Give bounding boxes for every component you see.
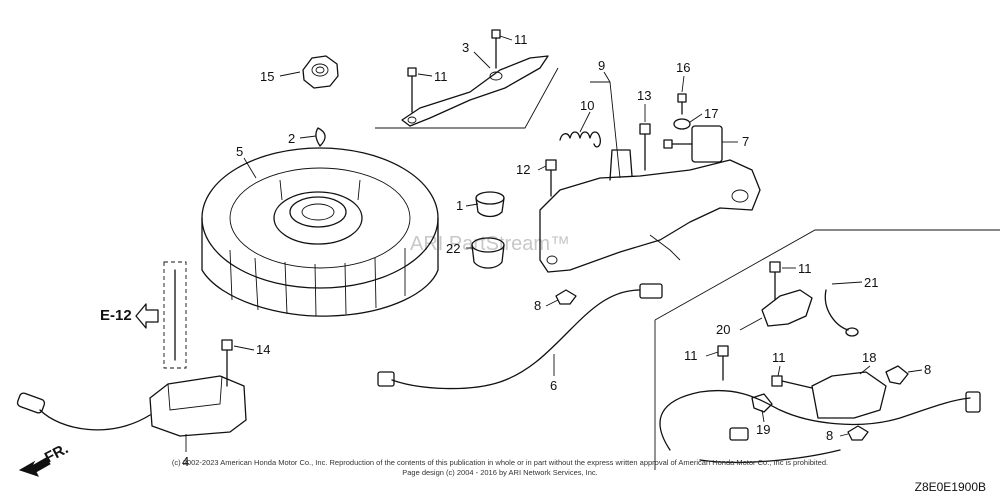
leader-line xyxy=(243,157,257,179)
callout-label: 11 xyxy=(684,348,698,363)
callout-label: 3 xyxy=(462,40,469,55)
leader-line xyxy=(473,51,491,69)
callout-label: 20 xyxy=(716,322,730,337)
solenoid-part xyxy=(663,125,723,163)
bolt-part xyxy=(221,339,233,387)
leader-line xyxy=(299,135,317,139)
leader-line xyxy=(279,71,301,77)
front-direction-arrow-icon xyxy=(18,457,51,477)
callout-label: 15 xyxy=(260,69,274,84)
callout-label: 1 xyxy=(456,198,463,213)
callout-label: 13 xyxy=(637,88,651,103)
nut-part xyxy=(302,55,339,89)
leader-line xyxy=(689,113,703,123)
clip-part xyxy=(847,425,869,441)
callout-label: 4 xyxy=(182,454,189,469)
leader-line xyxy=(831,281,863,285)
leader-line xyxy=(907,369,923,373)
callout-label: 17 xyxy=(704,106,718,121)
callout-label: 10 xyxy=(580,98,594,113)
bolt-part xyxy=(407,67,417,113)
spring-part xyxy=(559,131,602,148)
leader-line xyxy=(499,35,513,41)
bolt-part xyxy=(639,123,651,171)
leader-line xyxy=(465,203,479,207)
control-base-part xyxy=(539,149,761,273)
bolt-part xyxy=(771,375,813,389)
callout-label: 12 xyxy=(516,162,530,177)
section-frame-lower-right xyxy=(654,229,1000,321)
callout-label: 7 xyxy=(742,134,749,149)
page-design-line: Page design (c) 2004 - 2016 by ARI Netwo… xyxy=(402,468,598,477)
bolt-part xyxy=(545,159,557,197)
reference-arrow-icon xyxy=(135,303,159,329)
callout-label: 5 xyxy=(236,144,243,159)
washer-part xyxy=(673,118,691,130)
leader-line xyxy=(705,351,719,357)
callout-label: 16 xyxy=(676,60,690,75)
callout-label: 18 xyxy=(862,350,876,365)
screw-part xyxy=(677,93,687,115)
callout-label: 14 xyxy=(256,342,270,357)
leader-line xyxy=(777,365,781,377)
bolt-part xyxy=(769,261,781,301)
callout-label: 8 xyxy=(826,428,833,443)
reference-label: E-12 xyxy=(100,307,132,324)
bolt-part xyxy=(491,29,501,69)
callout-label: 11 xyxy=(772,350,786,365)
flywheel-part xyxy=(201,147,439,317)
callout-label: 11 xyxy=(434,69,448,84)
leader-line xyxy=(681,75,685,93)
ignition-coil-part xyxy=(16,375,247,437)
leader-line xyxy=(609,81,621,179)
leader-line xyxy=(545,299,559,307)
leader-line xyxy=(739,317,763,331)
stud-part xyxy=(163,261,187,369)
grommet-part xyxy=(475,191,505,218)
wire-part xyxy=(377,283,663,390)
callout-label: 11 xyxy=(514,32,528,47)
bracket-part xyxy=(811,371,887,419)
wire-harness-part xyxy=(659,289,981,464)
clip-part xyxy=(555,289,577,305)
callout-label: 8 xyxy=(924,362,931,377)
bracket-part xyxy=(761,289,813,327)
plate-bracket-part xyxy=(401,55,549,127)
leader-line xyxy=(233,345,255,351)
key-part xyxy=(315,127,326,147)
clamp-part xyxy=(751,393,773,413)
section-frame-upper xyxy=(375,67,559,129)
callout-label: 21 xyxy=(864,275,878,290)
leader-line xyxy=(859,365,871,375)
callout-label: 2 xyxy=(288,131,295,146)
bolt-part xyxy=(717,345,729,381)
leader-line xyxy=(839,433,849,437)
leader-line xyxy=(417,73,433,77)
leader-line xyxy=(537,165,547,171)
clip-part xyxy=(885,365,909,385)
callout-label: 8 xyxy=(534,298,541,313)
callout-label: 9 xyxy=(598,58,605,73)
diagram-code: Z8E0E1900B xyxy=(914,480,986,494)
copyright-line: (c) 2002-2023 American Honda Motor Co., … xyxy=(171,458,829,467)
callout-label: 22 xyxy=(446,241,460,256)
leader-line xyxy=(761,409,765,423)
leader-line xyxy=(579,111,591,133)
watermark: ARI PartStream™ xyxy=(410,233,570,255)
grommet-part xyxy=(471,237,505,269)
callout-label: 11 xyxy=(798,261,812,276)
leader-line xyxy=(603,71,611,83)
callout-label: 6 xyxy=(550,378,557,393)
callout-label: 19 xyxy=(756,422,770,437)
